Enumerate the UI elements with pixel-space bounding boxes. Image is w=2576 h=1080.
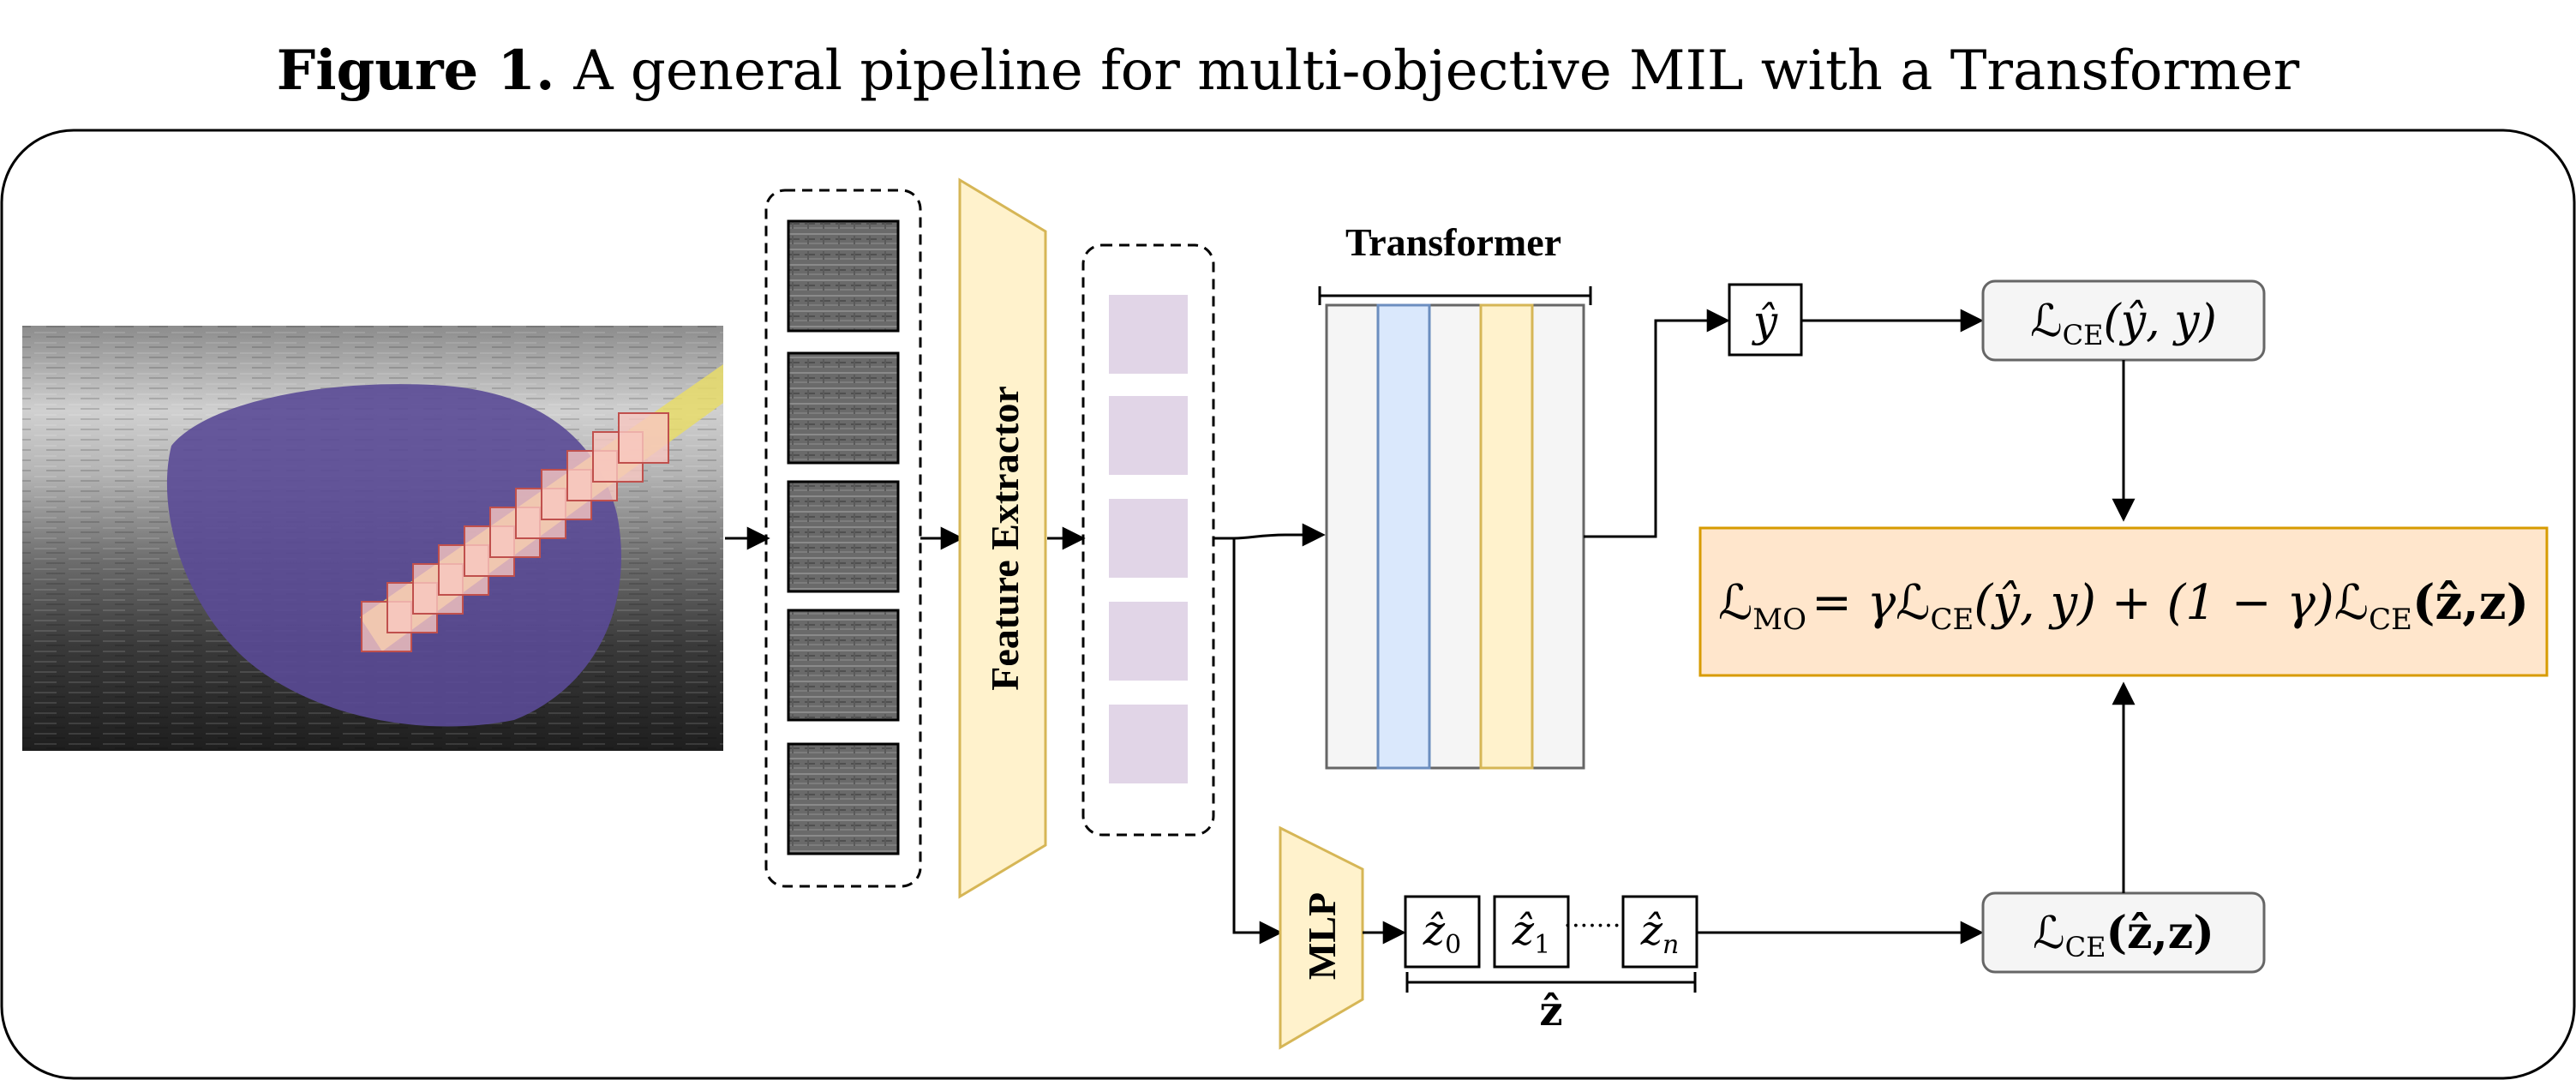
z-token-0: ẑ0 <box>1404 895 1481 969</box>
caption-label: Figure 1. <box>277 39 555 103</box>
ce-loss-z-text: ℒCE(ẑ,z) <box>2033 907 2214 963</box>
caption-text: A general pipeline for multi-objective M… <box>572 39 2299 103</box>
arrow-transformer-to-yhat <box>1584 309 1730 538</box>
transformer-ffn-layer <box>1479 303 1534 770</box>
feature-token <box>1109 396 1188 475</box>
feature-token <box>1109 499 1188 578</box>
transformer-attention-layer <box>1376 303 1431 770</box>
outer-frame <box>0 129 2576 1080</box>
y-hat-box <box>1728 283 1803 357</box>
patch-tile <box>787 742 900 855</box>
feature-token <box>1109 295 1188 374</box>
z-token-n: ẑn <box>1621 895 1698 969</box>
feature-extractor-label: Feature Extractor <box>983 386 1027 691</box>
svg-text:ẑn: ẑn <box>1640 907 1680 960</box>
z-bracket-label: ẑ <box>1539 987 1562 1035</box>
transformer-label: Transformer <box>1345 220 1561 264</box>
svg-text:ẑ1: ẑ1 <box>1512 907 1550 960</box>
arrow-tokens-to-transformer <box>1213 523 1326 547</box>
segmentation-region <box>166 384 621 727</box>
patch-square <box>618 412 669 464</box>
patch-bag <box>764 189 922 888</box>
patch-tile-group <box>787 219 900 855</box>
ce-loss-y-text: ℒCE(ŷ, y) <box>2030 296 2217 351</box>
feature-token <box>1109 705 1188 783</box>
patch-tile <box>787 219 900 333</box>
patch-tile <box>787 351 900 465</box>
feature-token <box>1109 602 1188 681</box>
z-token-1: ẑ1 <box>1493 895 1570 969</box>
y-hat-symbol: ŷ <box>1752 297 1778 346</box>
feature-token-group <box>1109 295 1188 783</box>
mo-loss-box <box>1698 526 2549 677</box>
mo-loss-equation: ℒMO= γℒCE(ŷ, y) + (1 − γ)ℒCE(ẑ,z) <box>1718 574 2529 637</box>
patch-tile <box>787 609 900 722</box>
mlp-label: MLP <box>1300 892 1344 980</box>
arrow-tokens-to-mlp <box>1232 538 1283 945</box>
patch-group <box>361 412 669 652</box>
svg-text:ẑ0: ẑ0 <box>1423 907 1461 960</box>
z-bracket <box>1405 972 1697 993</box>
mlp-block <box>1279 825 1364 1050</box>
transformer-bracket <box>1318 286 1592 305</box>
feature-token-bag <box>1081 243 1215 837</box>
transformer-block <box>1325 303 1585 770</box>
feature-extractor <box>958 177 1047 899</box>
z-token-ellipsis: ······· <box>1564 911 1621 941</box>
figure-caption: Figure 1. A general pipeline for multi-ob… <box>277 39 2300 103</box>
patch-tile <box>787 480 900 593</box>
ultrasound-image <box>22 326 723 751</box>
